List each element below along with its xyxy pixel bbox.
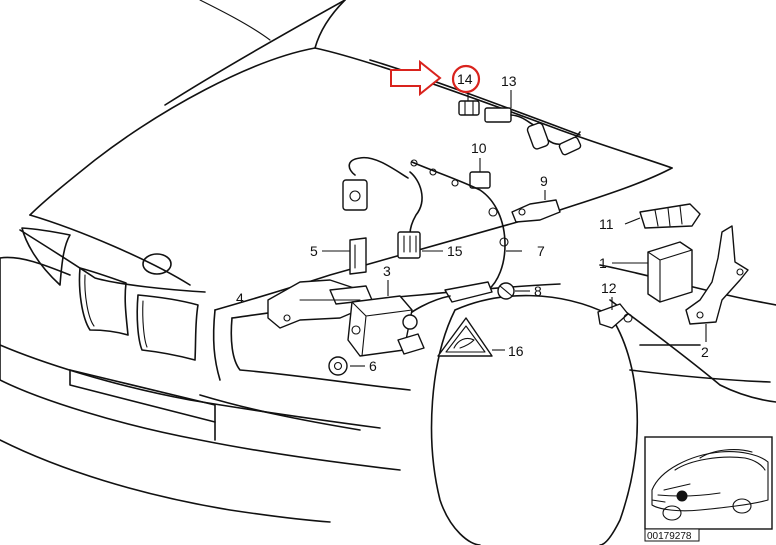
part-8-clip [497, 282, 515, 300]
label-part-11: 11 [599, 216, 614, 232]
label-part-12: 12 [601, 280, 617, 296]
label-part-2: 2 [701, 344, 709, 360]
label-part-15: 15 [447, 243, 463, 259]
part-14-switch [458, 100, 480, 116]
label-part-14: 14 [457, 71, 473, 87]
location-inset: 00179278 [644, 436, 773, 542]
highlight-callout [390, 59, 481, 97]
label-part-1: 1 [599, 255, 607, 271]
front-bumper [0, 344, 401, 523]
hood-sensor [342, 156, 409, 211]
part-1-module [647, 241, 693, 303]
label-part-5: 5 [310, 243, 318, 259]
part-10-connector [469, 171, 491, 189]
highlight-circle [451, 64, 481, 94]
label-part-6: 6 [369, 358, 377, 374]
part-2-bracket [685, 225, 749, 325]
part-16-warning-label [437, 317, 493, 357]
reference-code: 00179278 [647, 531, 692, 542]
part-9-bracket [511, 199, 561, 223]
label-part-13: 13 [501, 73, 517, 89]
part-7-cable [404, 159, 509, 319]
parts [267, 100, 749, 376]
label-part-4: 4 [236, 290, 244, 306]
label-part-16: 16 [508, 343, 524, 359]
part-12-sensor [597, 303, 633, 329]
part-11-plug [639, 203, 701, 229]
label-part-3: 3 [383, 263, 391, 279]
part-5-plate [349, 237, 367, 275]
part-13-cable [484, 107, 582, 156]
inset-car-thumbnail [651, 449, 769, 521]
part-3-lock [347, 295, 425, 357]
label-part-7: 7 [537, 243, 545, 259]
part-number-labels: 1 2 3 4 5 6 7 8 9 10 11 12 13 14 15 16 [236, 71, 709, 374]
leader-lines [322, 90, 707, 367]
part-6-nut [328, 356, 348, 376]
label-part-9: 9 [540, 173, 548, 189]
part-15-connector [397, 171, 423, 259]
inset-location-marker [676, 490, 688, 502]
outline-right-arrow-icon [390, 59, 442, 97]
headlights [21, 227, 199, 361]
label-part-10: 10 [471, 140, 487, 156]
front-wheel [430, 294, 639, 545]
label-part-8: 8 [534, 283, 542, 299]
